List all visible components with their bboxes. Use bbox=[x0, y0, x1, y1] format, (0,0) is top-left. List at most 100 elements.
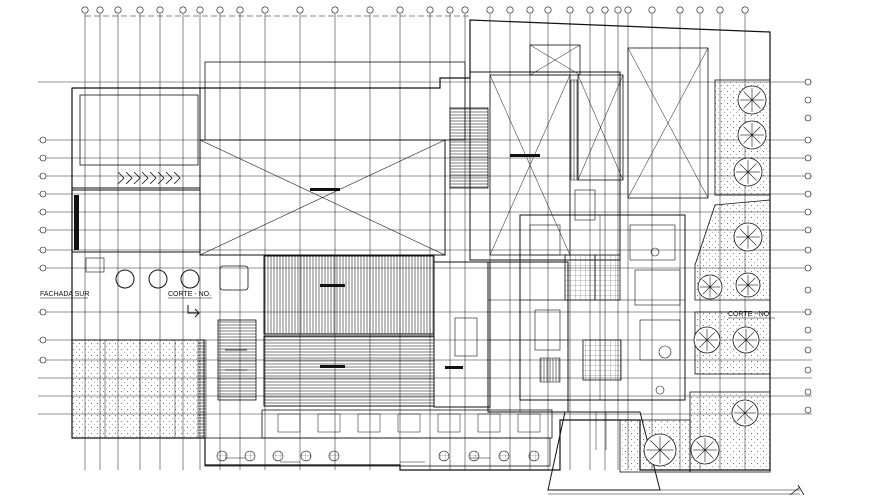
grid-bubble-icon bbox=[676, 6, 684, 14]
tree-symbol-icon bbox=[643, 433, 677, 467]
hatched-halls bbox=[263, 255, 463, 407]
grid-bubble-icon bbox=[216, 6, 224, 14]
planter-box bbox=[517, 413, 541, 433]
grid-bubble-icon bbox=[624, 6, 632, 14]
grid-bubble-icon bbox=[601, 6, 609, 14]
middle-hall bbox=[433, 261, 569, 413]
tree-symbol-icon bbox=[735, 272, 761, 298]
north-building-block bbox=[469, 44, 709, 261]
grid-bubble-icon bbox=[804, 78, 812, 86]
grid-bubble-icon bbox=[526, 6, 534, 14]
planter-box bbox=[357, 413, 381, 433]
grid-bubble-icon bbox=[804, 136, 812, 144]
tree-symbol-icon bbox=[697, 274, 723, 300]
grid-bubble-icon bbox=[741, 6, 749, 14]
tree-symbols bbox=[643, 85, 767, 467]
tree-symbol-icon bbox=[731, 399, 759, 427]
grid-bubble-icon bbox=[236, 6, 244, 14]
grid-bubble-icon bbox=[366, 6, 374, 14]
shrub-symbol-icon bbox=[300, 450, 312, 462]
shrub-symbol-icon bbox=[244, 450, 256, 462]
grid-bubble-icon bbox=[804, 366, 812, 374]
grid-bubble-icon bbox=[804, 308, 812, 316]
grid-bubble-icon bbox=[39, 226, 47, 234]
grid-bubble-icon bbox=[804, 346, 812, 354]
grid-bubble-icon bbox=[648, 6, 656, 14]
grid-bubble-icon bbox=[804, 114, 812, 122]
east-garden bbox=[619, 79, 771, 473]
grid-bubbles bbox=[39, 6, 812, 414]
grid-bubble-icon bbox=[396, 6, 404, 14]
entrance-path bbox=[547, 411, 661, 491]
north-stair bbox=[449, 107, 489, 189]
corte-label-east: CORTE - NO. bbox=[728, 311, 771, 318]
tree-symbol-icon bbox=[737, 85, 767, 115]
planter-box bbox=[437, 413, 461, 433]
shrub-symbol-icon bbox=[528, 450, 540, 462]
southwest-plaza bbox=[71, 339, 207, 439]
grid-bubble-icon bbox=[39, 356, 47, 364]
grid-bubble-icon bbox=[39, 154, 47, 162]
grid-bubble-icon bbox=[716, 6, 724, 14]
fachada-sur-label: FACHADA SUR bbox=[40, 291, 89, 298]
grid-bubble-icon bbox=[96, 6, 104, 14]
grid-bubble-icon bbox=[696, 6, 704, 14]
south-planters bbox=[204, 409, 553, 467]
grid-bubble-icon bbox=[39, 136, 47, 144]
grid-bubble-icon bbox=[804, 326, 812, 334]
ramp-chevron-icon bbox=[117, 171, 181, 185]
shrub-symbol-icon bbox=[498, 450, 510, 462]
grid-bubble-icon bbox=[804, 264, 812, 272]
grid-bubble-icon bbox=[39, 246, 47, 254]
shrub-row bbox=[216, 413, 541, 462]
grid-bubble-icon bbox=[331, 6, 339, 14]
grid-bubble-icon bbox=[804, 246, 812, 254]
west-stair-icon bbox=[217, 319, 257, 401]
grid-bubble-icon bbox=[586, 6, 594, 14]
north-arrow-icon bbox=[187, 305, 805, 496]
grid-bubble-icon bbox=[114, 6, 122, 14]
planter-box bbox=[397, 413, 421, 433]
corte-label: CORTE - NO. bbox=[168, 291, 211, 298]
central-roof-area bbox=[199, 61, 466, 256]
shrub-symbol-icon bbox=[468, 450, 480, 462]
grid-bubble-icon bbox=[461, 6, 469, 14]
grid-bubble-icon bbox=[566, 6, 574, 14]
grid-bubble-icon bbox=[39, 336, 47, 344]
grid-bubble-icon bbox=[614, 6, 622, 14]
grid-bubble-icon bbox=[156, 6, 164, 14]
grid-bubble-icon bbox=[179, 6, 187, 14]
grid-bubble-icon bbox=[81, 6, 89, 14]
grid-bubble-icon bbox=[804, 388, 812, 396]
grid-bubble-icon bbox=[39, 190, 47, 198]
grid-bubble-icon bbox=[486, 6, 494, 14]
grid-bubble-icon bbox=[804, 286, 812, 294]
grid-bubble-icon bbox=[136, 6, 144, 14]
grid-bubble-icon bbox=[506, 6, 514, 14]
tree-symbol-icon bbox=[690, 435, 720, 465]
grid-bubble-icon bbox=[196, 6, 204, 14]
grid-bubble-icon bbox=[804, 96, 812, 104]
tree-symbol-icon bbox=[733, 222, 763, 252]
tree-symbol-icon bbox=[733, 157, 763, 187]
grid-bubble-icon bbox=[804, 154, 812, 162]
tree-symbol-icon bbox=[732, 326, 760, 354]
grid-bubble-icon bbox=[296, 6, 304, 14]
grid-bubble-icon bbox=[804, 226, 812, 234]
tree-symbol-icon bbox=[693, 326, 721, 354]
grid-bubble-icon bbox=[804, 190, 812, 198]
planter-box bbox=[277, 413, 301, 433]
tree-symbol-icon bbox=[737, 120, 767, 150]
shrub-symbol-icon bbox=[438, 450, 450, 462]
planter-box bbox=[317, 413, 341, 433]
planter-box bbox=[477, 413, 501, 433]
grid-bubble-icon bbox=[39, 172, 47, 180]
grid-bubble-icon bbox=[804, 406, 812, 414]
grid-bubble-icon bbox=[426, 6, 434, 14]
shrub-symbol-icon bbox=[272, 450, 284, 462]
grid-bubble-icon bbox=[544, 6, 552, 14]
shrub-symbol-icon bbox=[328, 450, 340, 462]
grid-bubble-icon bbox=[446, 6, 454, 14]
grid-bubble-icon bbox=[804, 208, 812, 216]
